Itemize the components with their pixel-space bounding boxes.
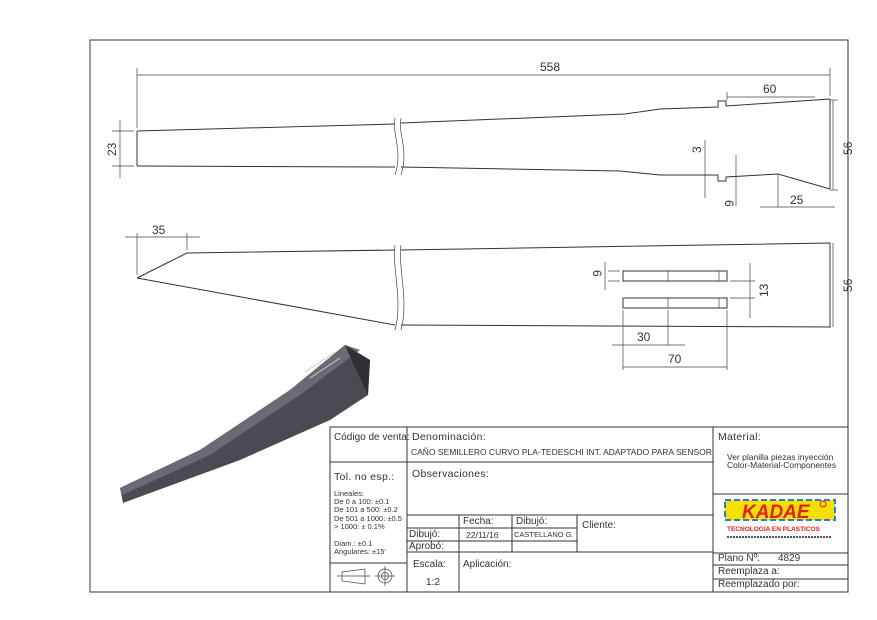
dim-56-top: 56: [841, 141, 855, 155]
escala-value: 1:2: [426, 577, 440, 588]
escala-label: Escala:: [413, 559, 446, 570]
dim-6-top: 6: [722, 200, 736, 207]
aprobo-label: Aprobó:: [409, 541, 445, 552]
dim-558: 558: [540, 60, 560, 74]
dibujo-row-label: Dibujó:: [409, 529, 441, 540]
dim-70: 70: [668, 352, 682, 366]
front-view: [136, 242, 831, 331]
dim-13: 13: [757, 283, 771, 297]
tol-line-4: > 1000: ± 0.1%: [334, 522, 385, 531]
dim-30: 30: [637, 330, 651, 344]
tol-label: Tol. no esp.:: [334, 471, 395, 483]
tol-line-2: De 101 a 500: ±0.2: [334, 505, 398, 514]
plano-value: 4829: [778, 553, 801, 564]
dim-56-front: 56: [841, 278, 855, 292]
material-label: Material:: [718, 431, 761, 443]
observaciones-label: Observaciones:: [412, 468, 490, 480]
projection-symbol-icon: [337, 566, 395, 586]
part-3d-render: [120, 345, 370, 503]
tol-diam: Diam.: ±0.1: [334, 539, 373, 548]
codigo-label: Código de venta:: [334, 432, 410, 443]
dim-60: 60: [763, 82, 777, 96]
dibujo-col-label: Dibujó:: [516, 516, 548, 527]
fecha-label: Fecha:: [463, 516, 494, 527]
material-value-1: Ver planilla piezas inyección: [727, 452, 834, 462]
dim-6-front: 6: [590, 270, 604, 277]
dim-25: 25: [790, 193, 804, 207]
dim-35: 35: [152, 223, 166, 237]
svg-text:TECNOLOGIA EN PLASTICOS: TECNOLOGIA EN PLASTICOS: [727, 526, 821, 533]
tol-line-3: De 501 a 1000: ±0.5: [334, 514, 402, 523]
dibujo-value: CASTELLANO G.: [514, 530, 574, 539]
reemplaza-label: Reemplaza a:: [718, 566, 780, 577]
fecha-value: 22/11/16: [466, 530, 499, 540]
denominacion-value: CAÑO SEMILLERO CURVO PLA-TEDESCHI INT. A…: [411, 447, 712, 457]
cliente-label: Cliente:: [582, 520, 616, 531]
plano-label: Plano Nº:: [718, 553, 761, 564]
tol-lineales: Lineales:: [334, 489, 365, 498]
material-value-2: Color-Material-Componentes: [727, 460, 837, 470]
dim-23: 23: [105, 142, 119, 156]
kadae-logo: KADAE TECNOLOGIA EN PLASTICOS: [724, 499, 836, 538]
denominacion-label: Denominación:: [412, 431, 486, 443]
svg-text:KADAE: KADAE: [742, 502, 811, 523]
tol-ang: Angulares: ±15': [334, 547, 386, 556]
top-view: [136, 98, 831, 190]
reemplazado-label: Reemplazado por:: [718, 579, 800, 590]
dimension-lines: [112, 68, 838, 370]
tol-line-1: De 0 a 100: ±0.1: [334, 497, 390, 506]
title-block-grid: [329, 426, 849, 593]
aplicacion-label: Aplicación:: [463, 559, 512, 570]
dim-3: 3: [690, 146, 704, 153]
